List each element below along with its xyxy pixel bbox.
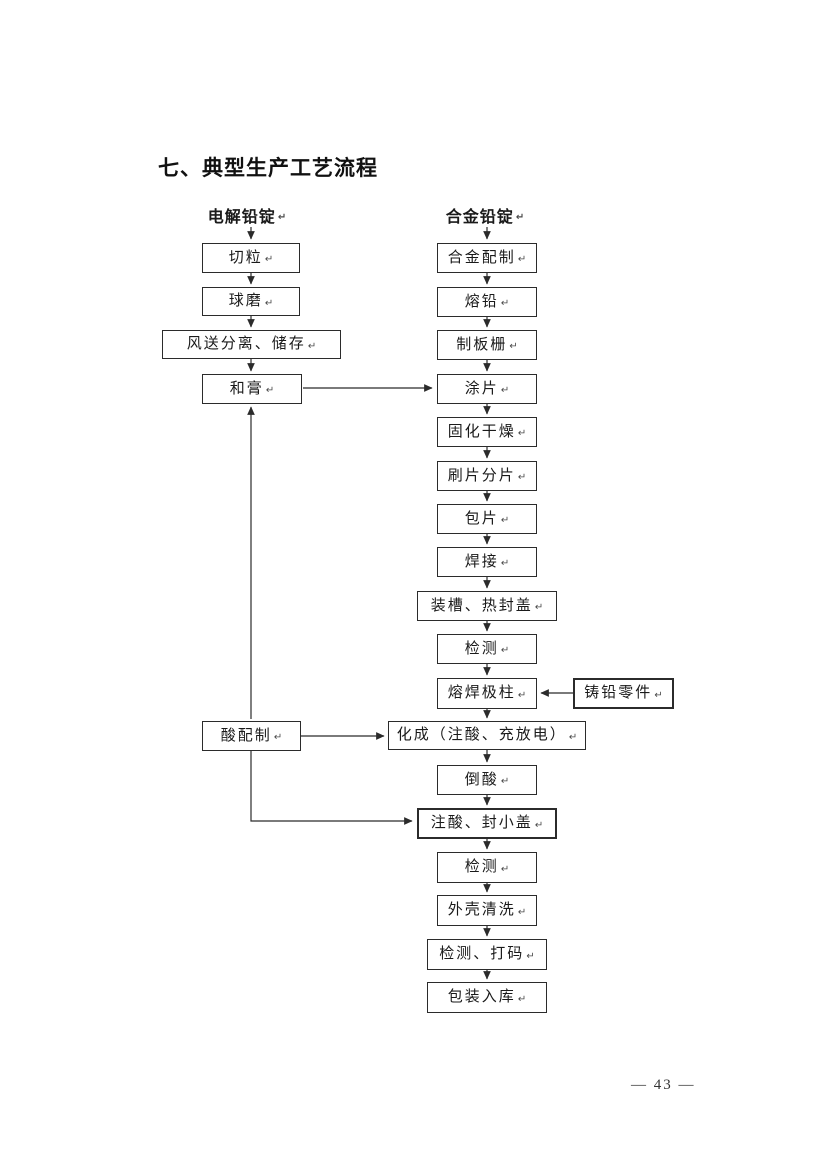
paragraph-mark: ↵ [264, 254, 274, 265]
step-testing-2: 检测↵ [437, 852, 537, 883]
step-alloy-preparation: 合金配制↵ [437, 243, 537, 273]
paragraph-mark: ↵ [517, 906, 527, 918]
step-label: 涂片 [464, 380, 499, 397]
paragraph-mark: ↵ [500, 776, 510, 787]
paragraph-mark: ↵ [526, 950, 535, 962]
step-cutting: 切粒↵ [202, 243, 300, 273]
step-plate-wrapping: 包片↵ [437, 504, 537, 534]
step-air-separation-storage: 风送分离、储存↵ [162, 330, 341, 359]
step-acid-dumping: 倒酸↵ [437, 765, 537, 795]
column-header-label: 合金铅锭 [445, 209, 514, 226]
step-label: 刷片分片 [447, 467, 516, 484]
paragraph-mark: ↵ [307, 340, 317, 352]
step-label: 装槽、热封盖 [430, 597, 533, 614]
paragraph-mark: ↵ [515, 211, 525, 223]
step-case-cleaning: 外壳清洗↵ [437, 895, 537, 926]
step-cast-lead-parts: 铸铅零件↵ [573, 678, 674, 709]
step-lead-melting: 熔铅↵ [437, 287, 537, 317]
step-grid-making: 制板栅↵ [437, 330, 537, 360]
step-paste-mixing: 和膏↵ [202, 374, 302, 404]
step-acid-filling-cap-sealing: 注酸、封小盖↵ [417, 808, 557, 839]
paragraph-mark: ↵ [265, 385, 275, 396]
paragraph-mark: ↵ [264, 297, 274, 309]
step-packing-warehousing: 包装入库↵ [427, 982, 547, 1013]
step-pasting: 涂片↵ [437, 374, 537, 404]
step-label: 酸配制 [220, 727, 272, 744]
paragraph-mark: ↵ [654, 689, 663, 701]
step-ball-mill: 球磨↵ [202, 287, 300, 316]
step-label: 合金配制 [447, 249, 516, 266]
step-welding: 焊接↵ [437, 547, 537, 577]
paragraph-mark: ↵ [500, 385, 510, 396]
step-case-insertion-heat-sealing: 装槽、热封盖↵ [417, 591, 557, 621]
step-label: 焊接 [464, 553, 499, 570]
step-label: 外壳清洗 [447, 902, 516, 918]
step-label: 包片 [464, 510, 499, 527]
step-label: 注酸、封小盖 [430, 815, 533, 831]
paragraph-mark: ↵ [273, 732, 283, 743]
step-brushing-parting: 刷片分片↵ [437, 461, 537, 491]
step-formation: 化成（注酸、充放电）↵ [388, 721, 586, 750]
page-number: — 43 — [631, 1077, 696, 1093]
paragraph-mark: ↵ [500, 515, 510, 526]
step-label: 和膏 [229, 380, 264, 397]
step-label: 检测 [464, 640, 499, 657]
step-label: 铸铅零件 [584, 685, 653, 701]
step-label: 倒酸 [464, 771, 499, 788]
paragraph-mark: ↵ [568, 731, 578, 743]
column-header-label: 电解铅锭 [207, 209, 276, 226]
step-pole-welding: 熔焊极柱↵ [437, 678, 537, 709]
column-header-electrolytic-lead: 电解铅锭↵ [192, 205, 302, 226]
step-label: 球磨 [228, 293, 263, 309]
paragraph-mark: ↵ [277, 211, 287, 223]
paragraph-mark: ↵ [534, 602, 544, 613]
step-label: 熔铅 [464, 293, 499, 310]
step-label: 检测、打码 [439, 946, 525, 962]
paragraph-mark: ↵ [509, 341, 518, 352]
step-label: 熔焊极柱 [447, 685, 516, 701]
step-testing-1: 检测↵ [437, 634, 537, 664]
step-label: 制板栅 [456, 336, 508, 353]
step-label: 固化干燥 [447, 423, 516, 440]
step-label: 风送分离、储存 [186, 336, 306, 352]
paragraph-mark: ↵ [534, 819, 544, 831]
paragraph-mark: ↵ [500, 558, 510, 569]
paragraph-mark: ↵ [500, 298, 510, 309]
step-label: 包装入库 [447, 989, 516, 1005]
step-label: 切粒 [228, 249, 263, 266]
step-label: 检测 [464, 859, 499, 875]
paragraph-mark: ↵ [517, 472, 527, 483]
paragraph-mark: ↵ [500, 645, 510, 656]
page-title: 七、典型生产工艺流程 [158, 157, 378, 180]
step-testing-coding: 检测、打码↵ [427, 939, 547, 970]
step-curing-drying: 固化干燥↵ [437, 417, 537, 447]
paragraph-mark: ↵ [517, 689, 527, 701]
paragraph-mark: ↵ [500, 863, 510, 875]
connector-acid-to-fill [250, 751, 413, 825]
step-label: 化成（注酸、充放电） [396, 727, 567, 743]
column-header-alloy-lead: 合金铅锭↵ [430, 205, 540, 226]
step-acid-preparation: 酸配制↵ [202, 721, 301, 751]
paragraph-mark: ↵ [517, 428, 527, 439]
paragraph-mark: ↵ [517, 254, 527, 265]
paragraph-mark: ↵ [517, 993, 527, 1005]
